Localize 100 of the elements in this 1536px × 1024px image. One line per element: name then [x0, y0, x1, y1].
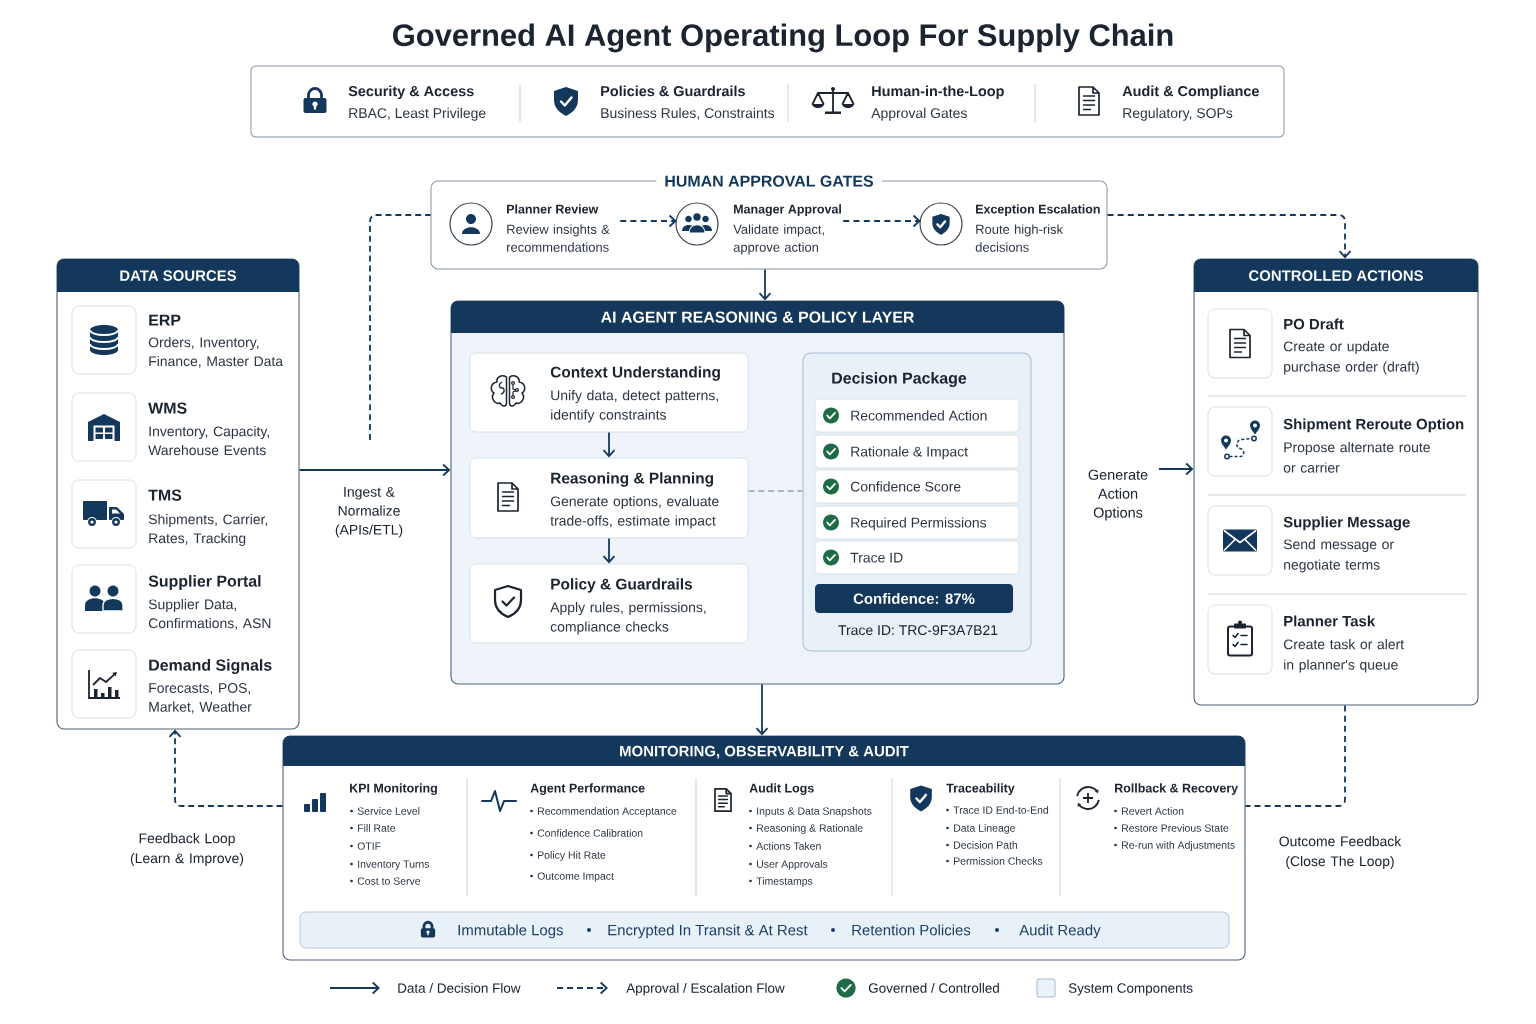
checklist-item: Trace ID	[814, 540, 1020, 575]
dashed-line	[369, 214, 432, 441]
item-title: TMS	[148, 489, 182, 501]
dashed-arrow	[842, 214, 921, 228]
edge-label: Ingest & Normalize (APIs/ETL)	[319, 485, 419, 540]
group-title: HUMAN APPROVAL GATES	[656, 172, 882, 190]
list-item: Re-run with Adjustments	[1114, 841, 1235, 851]
column-title: Traceability	[946, 783, 1015, 795]
list-item: Fill Rate	[350, 824, 396, 832]
column-title: Audit Logs	[749, 783, 814, 796]
gate-text: Validate impact, approve action	[733, 224, 824, 255]
list-item: Permission Checks	[946, 857, 1043, 865]
panel-header: MONITORING, OBSERVABILITY & AUDIT	[283, 736, 1245, 766]
checklist-item: Rationale & Impact	[814, 434, 1020, 469]
gate-text: Review insights & recommendations	[507, 224, 610, 252]
item-title: WMS	[148, 402, 187, 414]
item-subtitle: RBAC, Least Privilege	[349, 107, 486, 121]
list-item: Trace ID End-to-End	[946, 806, 1049, 814]
item-text: Propose alternate route or carrier	[1283, 442, 1430, 473]
item-title: Supplier Message	[1283, 516, 1410, 531]
arrow	[602, 431, 616, 458]
item-title: Human-in-the-Loop	[872, 85, 1004, 100]
column-title: KPI Monitoring	[350, 783, 437, 796]
dashed-line	[1244, 704, 1346, 807]
arrow	[298, 463, 451, 477]
column-title: Rollback & Recovery	[1115, 783, 1238, 795]
legend-text: System Components	[1068, 983, 1193, 996]
list-item: Service Level	[350, 807, 420, 815]
card-text: Unify data, detect patterns, identify constraints	[551, 390, 718, 423]
item-title: Security & Access	[348, 85, 474, 100]
list-item: Data Lineage	[946, 824, 1015, 834]
dashed-arrow	[619, 214, 677, 228]
edge-label: Feedback Loop (Learn & Improve)	[120, 831, 254, 868]
column-title: Agent Performance	[530, 783, 645, 796]
list-item: User Approvals	[749, 860, 828, 870]
arrow-label: Generate Action Options	[1088, 469, 1148, 521]
list-item: Inputs & Data Snapshots	[749, 807, 872, 817]
edge-label: Outcome Feedback (Close The Loop)	[1270, 834, 1410, 871]
card-title: Context Understanding	[550, 366, 720, 381]
banner-text: Retention Policies	[852, 924, 971, 936]
gate-title: Manager Approval	[734, 204, 841, 216]
item-title: PO Draft	[1284, 318, 1344, 330]
panel-header: CONTROLLED ACTIONS	[1194, 259, 1478, 292]
list-item: Inventory Turns	[350, 860, 430, 870]
item-subtitle: Business Rules, Constraints	[601, 107, 775, 120]
item-text: Send message or negotiate terms	[1283, 539, 1394, 573]
item-title: Demand Signals	[149, 659, 272, 674]
legend-text: Governed / Controlled	[868, 983, 999, 993]
list-item: Restore Previous State	[1114, 824, 1229, 832]
checklist-item: Required Permissions	[814, 505, 1020, 540]
item-subtitle: Approval Gates	[871, 107, 967, 121]
arrow	[602, 537, 616, 564]
list-item: OTIF	[350, 842, 381, 850]
item-title: Planner Task	[1284, 615, 1376, 627]
dashed-arrow	[1106, 214, 1352, 259]
item-title: Supplier Portal	[148, 575, 261, 590]
item-subtitle: Regulatory, SOPs	[1123, 107, 1233, 121]
list-item: Revert Action	[1114, 807, 1184, 815]
list-item: Confidence Calibration	[530, 829, 643, 837]
dashed-line	[747, 490, 804, 492]
gate-text: Route high-risk decisions	[975, 224, 1064, 252]
item-title: Shipment Reroute Option	[1283, 418, 1464, 433]
item-text: Orders, Inventory, Finance, Master Data	[148, 337, 284, 368]
confidence-bar: Confidence: 87%	[815, 584, 1013, 613]
item-text: Create task or alert in planner's queue	[1283, 639, 1404, 673]
panel-header: DATA SOURCES	[57, 259, 299, 292]
list-item: Recommendation Acceptance	[530, 807, 677, 817]
item-text: Supplier Data, Confirmations, ASN	[148, 599, 271, 630]
list-item: Timestamps	[749, 877, 813, 887]
list-item: Decision Path	[946, 841, 1018, 849]
card-title: Policy & Guardrails	[551, 578, 693, 593]
item-text: Shipments, Carrier, Rates, Tracking	[148, 514, 268, 546]
banner-text: Encrypted In Transit & At Rest	[608, 924, 808, 939]
list-item: Reasoning & Rationale	[749, 824, 863, 834]
trace-label: Trace ID: TRC-9F3A7B21	[838, 625, 998, 636]
title: Governed AI Agent Operating Loop For Supply Chain	[393, 23, 1173, 53]
dashed-arrow	[168, 729, 284, 807]
panel-header: AI AGENT REASONING & POLICY LAYER	[451, 301, 1064, 333]
item-text: Forecasts, POS, Market, Weather	[149, 683, 252, 714]
card-text: Generate options, evaluate trade-offs, estimate impact	[550, 496, 719, 529]
item-title: Audit & Compliance	[1122, 85, 1259, 100]
legend-text: Approval / Escalation Flow	[626, 983, 785, 996]
panel-title: Decision Package	[832, 372, 967, 387]
gate-title: Planner Review	[507, 204, 599, 214]
checklist-item: Confidence Score	[814, 469, 1020, 504]
arrow	[758, 268, 772, 301]
item-text: Inventory, Capacity, Warehouse Events	[148, 426, 269, 456]
list-item: Outcome Impact	[530, 872, 614, 882]
item-title: Policies & Guardrails	[601, 85, 745, 97]
list-item: Cost to Serve	[350, 877, 421, 885]
card-text: Apply rules, permissions, compliance checks	[550, 602, 706, 635]
gate-title: Exception Escalation	[976, 204, 1100, 216]
item-title: ERP	[149, 314, 181, 326]
card-title: Reasoning & Planning	[551, 472, 714, 487]
checklist-item: Recommended Action	[814, 398, 1020, 433]
banner-text: Audit Ready	[1019, 924, 1101, 939]
item-text: Create or update purchase order (draft)	[1283, 341, 1419, 375]
legend-text: Data / Decision Flow	[398, 983, 521, 993]
list-item: Policy Hit Rate	[530, 851, 606, 861]
arrow	[755, 683, 769, 736]
